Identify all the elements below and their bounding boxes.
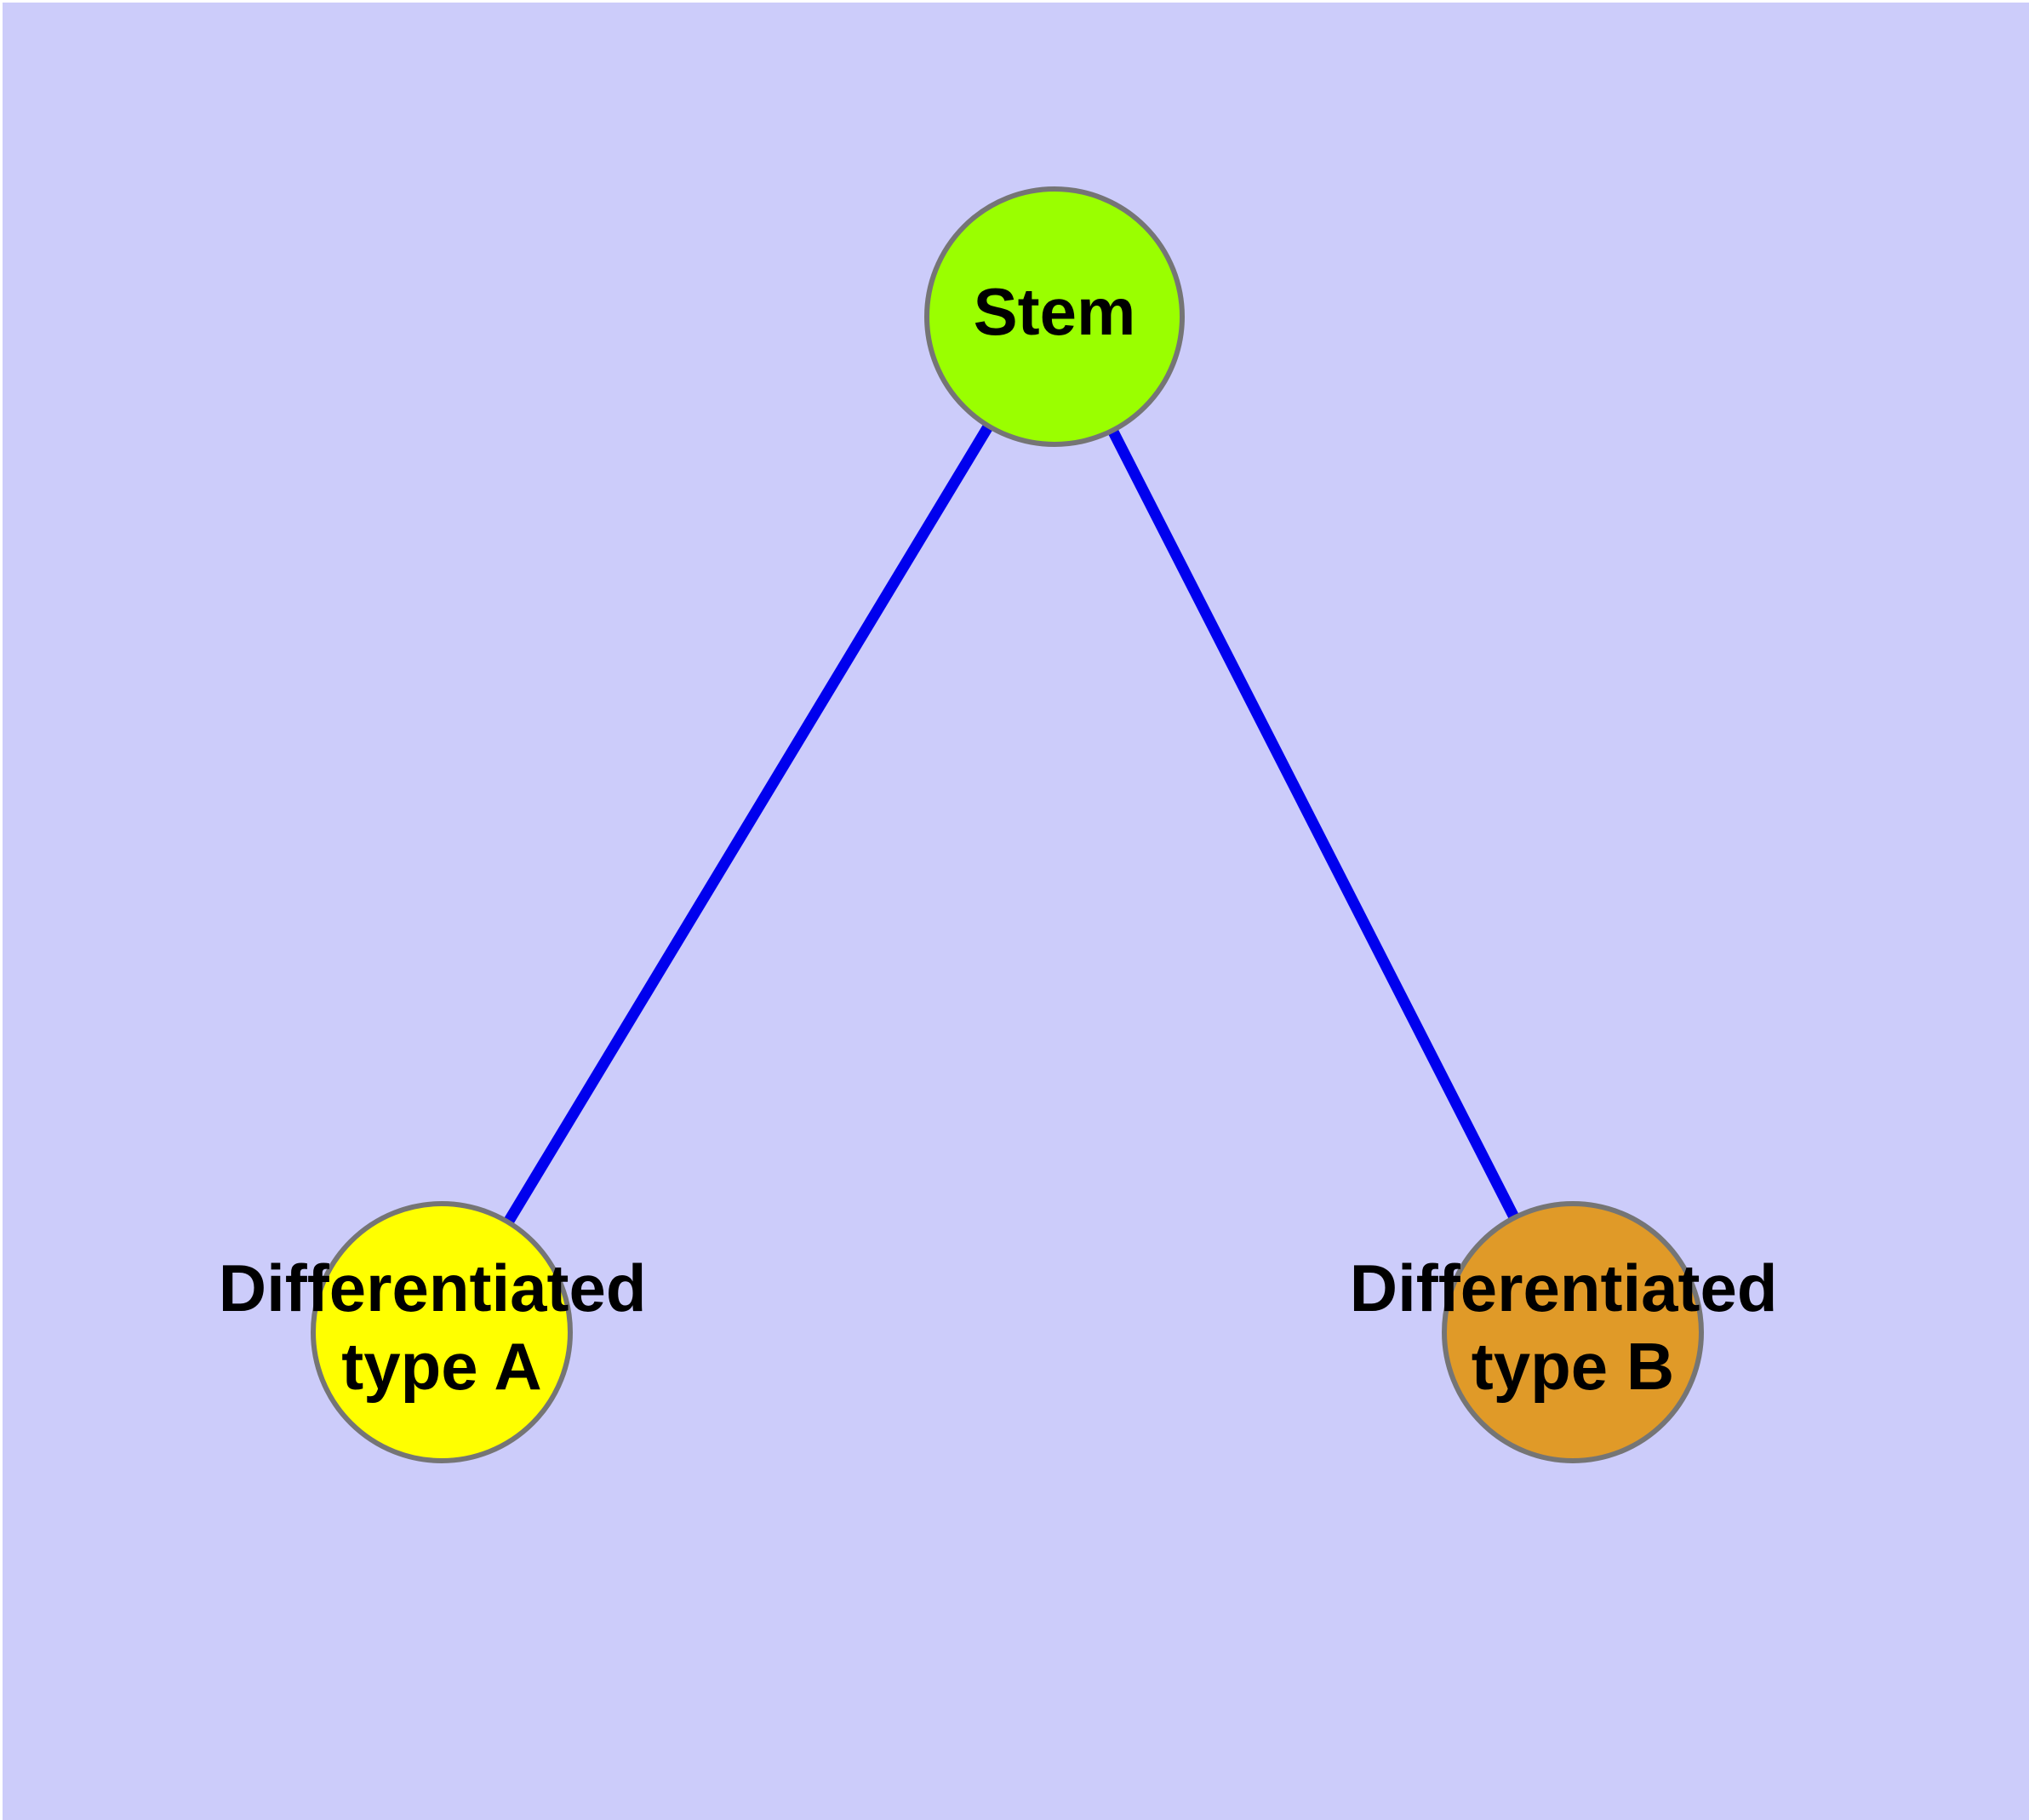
label-layer: Differentiated type A Differentiated typ… (219, 274, 1796, 1404)
edge-stem-to-differentiated-type-b[interactable] (1049, 314, 1578, 1335)
edge-layer (437, 313, 1578, 1336)
node-diff-b-circle[interactable] (1442, 1201, 1704, 1463)
node-diff-a-label: Differentiated type A (219, 1251, 665, 1404)
node-diff-b-label-line-2: type B (1472, 1329, 1674, 1404)
node-stem-circle[interactable] (924, 186, 1185, 447)
node-diff-a-label-line-1: Differentiated (219, 1251, 647, 1325)
node-diff-b-label-line-1: Differentiated (1350, 1251, 1778, 1325)
node-diff-a-label-line-2: type A (341, 1329, 542, 1404)
node-stem-label: Stem (974, 274, 1136, 349)
node-diff-b-label: Differentiated type B (1350, 1251, 1796, 1404)
edge-stem-to-differentiated-type-a[interactable] (437, 313, 1060, 1336)
node-stem-label-line-1: Stem (974, 274, 1136, 349)
node-layer (311, 186, 1704, 1463)
node-diff-a-circle[interactable] (311, 1201, 573, 1463)
